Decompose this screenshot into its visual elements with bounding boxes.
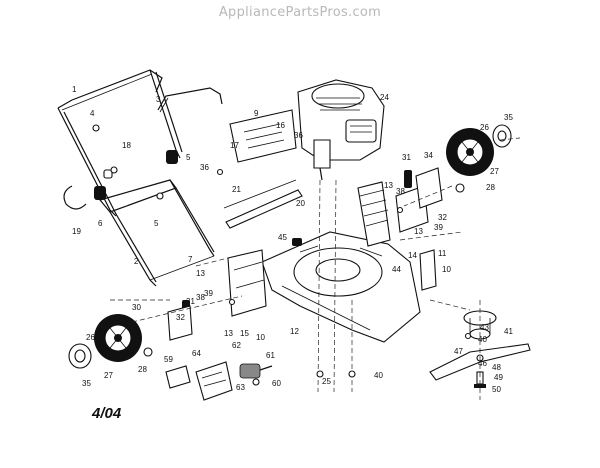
part-callout-38-2: 38 bbox=[396, 187, 405, 196]
part-callout-13: 13 bbox=[196, 269, 205, 278]
mower-deck bbox=[261, 231, 421, 343]
part-callout-32: 32 bbox=[176, 313, 185, 322]
upper-handle bbox=[57, 69, 183, 217]
throttle-control bbox=[195, 361, 233, 401]
part-callout-6: 6 bbox=[98, 219, 103, 228]
part-callout-32-2: 32 bbox=[438, 213, 447, 222]
part-callout-15: 15 bbox=[240, 329, 249, 338]
rear-baffle bbox=[227, 249, 267, 317]
part-callout-26: 26 bbox=[86, 333, 95, 342]
rear-flap-rod bbox=[223, 179, 303, 229]
part-callout-61: 61 bbox=[266, 351, 275, 360]
part-callout-10-2: 10 bbox=[442, 265, 451, 274]
part-callout-13-2: 13 bbox=[224, 329, 233, 338]
watermark: AppliancePartsPros.com bbox=[218, 5, 382, 20]
part-callout-13-3: 13 bbox=[384, 181, 393, 190]
part-callout-5-2: 5 bbox=[154, 219, 159, 228]
part-callout-14: 14 bbox=[408, 251, 417, 260]
part-callout-27: 27 bbox=[104, 371, 113, 380]
part-callout-30: 30 bbox=[132, 303, 141, 312]
part-callout-43: 43 bbox=[480, 323, 489, 332]
fasteners bbox=[92, 124, 472, 386]
part-callout-63: 63 bbox=[236, 383, 245, 392]
part-callout-17: 17 bbox=[230, 141, 239, 150]
part-callout-39-2: 39 bbox=[434, 223, 443, 232]
part-callout-34: 34 bbox=[424, 151, 433, 160]
lower-handle bbox=[98, 179, 215, 287]
part-callout-44: 44 bbox=[392, 265, 401, 274]
part-callout-31: 31 bbox=[186, 297, 195, 306]
part-callout-27-2: 27 bbox=[490, 167, 499, 176]
part-callout-21: 21 bbox=[232, 185, 241, 194]
cable-guide bbox=[165, 365, 191, 389]
part-callout-35: 35 bbox=[82, 379, 91, 388]
part-callout-64: 64 bbox=[192, 349, 201, 358]
part-callout-7: 7 bbox=[188, 255, 193, 264]
part-callout-24: 24 bbox=[380, 93, 389, 102]
part-callout-46: 46 bbox=[478, 359, 487, 368]
part-callout-49: 49 bbox=[494, 373, 503, 382]
part-callout-10: 10 bbox=[256, 333, 265, 342]
part-callout-41: 41 bbox=[504, 327, 513, 336]
deck-bracket-right bbox=[419, 249, 437, 291]
part-callout-12: 12 bbox=[290, 327, 299, 336]
handle-knobs bbox=[94, 150, 178, 200]
part-callout-9: 9 bbox=[254, 109, 259, 118]
height-adjust-lever-front bbox=[167, 300, 193, 341]
part-callout-40: 40 bbox=[374, 371, 383, 380]
bail-bar bbox=[157, 87, 223, 113]
engine bbox=[297, 79, 385, 181]
part-callout-38: 38 bbox=[196, 293, 205, 302]
date-code: 4/04 bbox=[92, 405, 122, 422]
part-callout-25: 25 bbox=[322, 377, 331, 386]
part-callout-19: 19 bbox=[72, 227, 81, 236]
rear-wheel bbox=[446, 124, 512, 176]
part-callout-48: 48 bbox=[492, 363, 501, 372]
part-callout-18: 18 bbox=[122, 141, 131, 150]
part-callout-31-2: 31 bbox=[402, 153, 411, 162]
part-callout-35-2: 35 bbox=[504, 113, 513, 122]
part-callout-20: 20 bbox=[296, 199, 305, 208]
front-wheel bbox=[68, 314, 142, 369]
side-discharge-plate bbox=[357, 181, 391, 247]
part-callout-5: 5 bbox=[186, 153, 191, 162]
cable-clip bbox=[63, 185, 87, 210]
part-callout-60: 60 bbox=[272, 379, 281, 388]
part-callout-47: 47 bbox=[454, 347, 463, 356]
part-callout-36: 36 bbox=[200, 163, 209, 172]
part-callout-45: 45 bbox=[278, 233, 287, 242]
part-callout-3: 3 bbox=[156, 95, 161, 104]
part-callout-13-4: 13 bbox=[414, 227, 423, 236]
part-callout-4: 4 bbox=[90, 109, 95, 118]
part-callout-39: 39 bbox=[204, 289, 213, 298]
height-adjust-lever-rear bbox=[404, 167, 443, 209]
part-callout-59: 59 bbox=[164, 355, 173, 364]
part-callout-16: 16 bbox=[276, 121, 285, 130]
part-callout-28: 28 bbox=[138, 365, 147, 374]
ignition-switch bbox=[239, 363, 273, 379]
part-callout-11: 11 bbox=[438, 249, 447, 258]
part-callout-40-2: 40 bbox=[478, 335, 487, 344]
part-callout-26-2: 26 bbox=[480, 123, 489, 132]
part-callout-2: 2 bbox=[134, 257, 139, 266]
part-callout-36-2: 36 bbox=[294, 131, 303, 140]
part-callout-62: 62 bbox=[232, 341, 241, 350]
part-callout-1: 1 bbox=[72, 85, 77, 94]
grass-catcher-bracket bbox=[229, 109, 297, 163]
part-callout-50: 50 bbox=[492, 385, 501, 394]
part-callout-28-2: 28 bbox=[486, 183, 495, 192]
callout-labels: 1234556791010111213131313141516171819202… bbox=[72, 85, 513, 394]
